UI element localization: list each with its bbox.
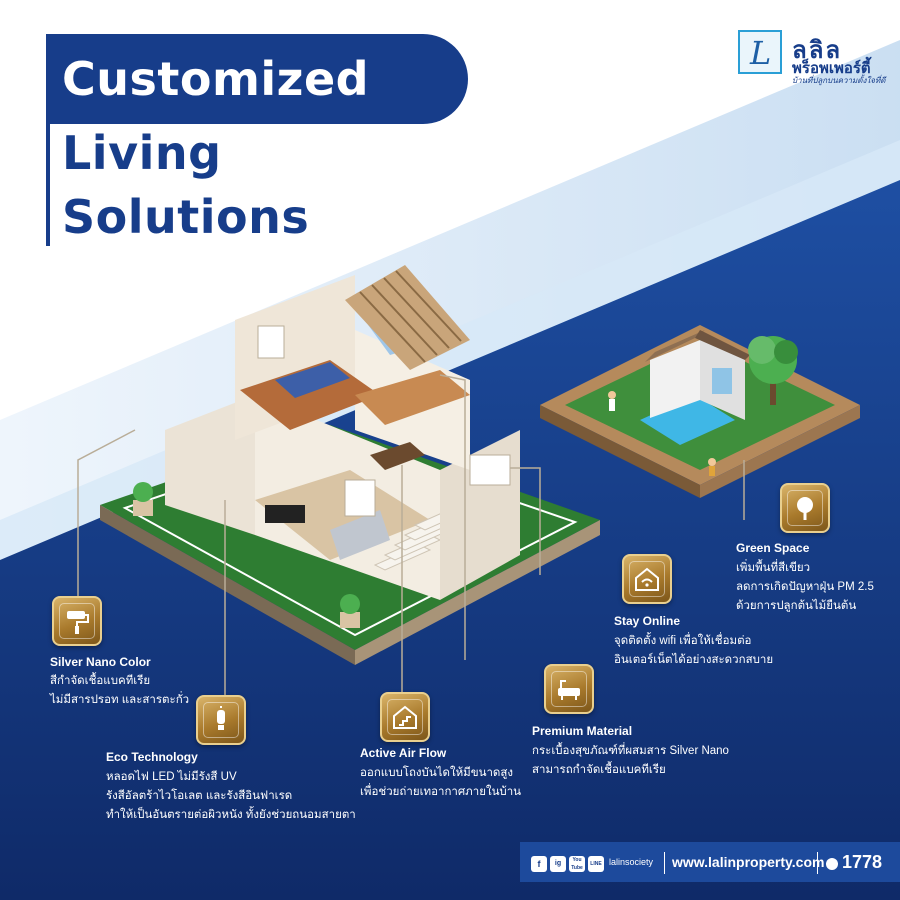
title-line-2: Living bbox=[62, 126, 222, 180]
title-line-1: Customized bbox=[62, 52, 370, 106]
feature-desc-premium-material-2: สามารถกำจัดเชื้อแบคทีเรีย bbox=[532, 764, 666, 776]
brand-logo[interactable]: L ลลิล พร็อพเพอร์ตี้ บ้านที่ปลูกบนความตั… bbox=[738, 30, 888, 90]
footer-divider bbox=[817, 852, 818, 874]
title-banner bbox=[46, 34, 468, 124]
tree-icon bbox=[780, 483, 830, 533]
paint-roller-icon bbox=[52, 596, 102, 646]
feature-desc-silver-nano-2: ไม่มีสารปรอท และสารตะกั่ว bbox=[50, 694, 190, 706]
feature-title-air-flow: Active Air Flow bbox=[360, 746, 447, 760]
feature-title-green-space: Green Space bbox=[736, 541, 810, 555]
title-bracket bbox=[46, 124, 50, 246]
feature-desc-green-space-3: ด้วยการปลูกต้นไม้ยืนต้น bbox=[736, 600, 857, 612]
feature-title-eco-tech: Eco Technology bbox=[106, 750, 198, 764]
website-link[interactable]: www.lalinproperty.com bbox=[672, 854, 825, 870]
feature-title-stay-online: Stay Online bbox=[614, 614, 681, 628]
title-line-3: Solutions bbox=[62, 190, 310, 244]
feature-desc-stay-online-2: อินเตอร์เน็ตได้อย่างสะดวกสบาย bbox=[614, 654, 774, 666]
logo-name-line2: พร็อพเพอร์ตี้ bbox=[792, 60, 871, 77]
feature-desc-air-flow-2: เพื่อช่วยถ่ายเทอากาศภายในบ้าน bbox=[360, 786, 522, 798]
feature-desc-eco-tech-2: รังสีอัลตร้าไวโอเลต และรังสีอินฟาเรด bbox=[106, 790, 293, 802]
facebook-icon[interactable]: f bbox=[531, 856, 547, 872]
callout-lines bbox=[77, 374, 745, 700]
youtube-icon[interactable]: You Tube bbox=[569, 856, 585, 872]
house-illustration bbox=[100, 265, 600, 665]
bathtub-icon bbox=[544, 664, 594, 714]
hotline-number[interactable]: 1778 bbox=[842, 852, 883, 872]
feature-desc-green-space-2: ลดการเกิดปัญหาฝุ่น PM 2.5 bbox=[736, 581, 874, 593]
footer-divider bbox=[664, 852, 665, 874]
logo-name-line1: ลลิล bbox=[792, 37, 843, 64]
line-icon[interactable]: LINE bbox=[588, 856, 604, 872]
feature-desc-air-flow-1: ออกแบบโถงบันไดให้มีขนาดสูง bbox=[360, 767, 514, 779]
lightbulb-icon bbox=[196, 695, 246, 745]
feature-desc-premium-material-1: กระเบื้องสุขภัณฑ์ที่ผสมสาร Silver Nano bbox=[532, 745, 729, 757]
feature-desc-green-space-1: เพิ่มพื้นที่สีเขียว bbox=[736, 562, 811, 574]
phone-icon bbox=[826, 858, 838, 870]
garden-illustration bbox=[540, 325, 860, 498]
feature-title-premium-material: Premium Material bbox=[532, 724, 633, 738]
wifi-house-icon bbox=[622, 554, 672, 604]
social-handle[interactable]: lalinsociety bbox=[609, 857, 654, 867]
feature-title-silver-nano: Silver Nano Color bbox=[50, 655, 151, 669]
feature-desc-eco-tech-1: หลอดไฟ LED ไม่มีรังสี UV bbox=[106, 771, 237, 783]
feature-desc-stay-online-1: จุดติดตั้ง wifi เพื่อให้เชื่อมต่อ bbox=[614, 635, 752, 647]
logo-tagline: บ้านที่ปลูกบนความตั้งใจที่ดี bbox=[792, 76, 886, 85]
feature-desc-silver-nano-1: สีกำจัดเชื้อแบคทีเรีย bbox=[50, 675, 151, 687]
logo-mark-icon: L bbox=[738, 30, 782, 74]
house-stairs-icon bbox=[380, 692, 430, 742]
instagram-icon[interactable]: ig bbox=[550, 856, 566, 872]
feature-desc-eco-tech-3: ทำให้เป็นอันตรายต่อผิวหนัง ทั้งยังช่วยถน… bbox=[106, 809, 356, 821]
